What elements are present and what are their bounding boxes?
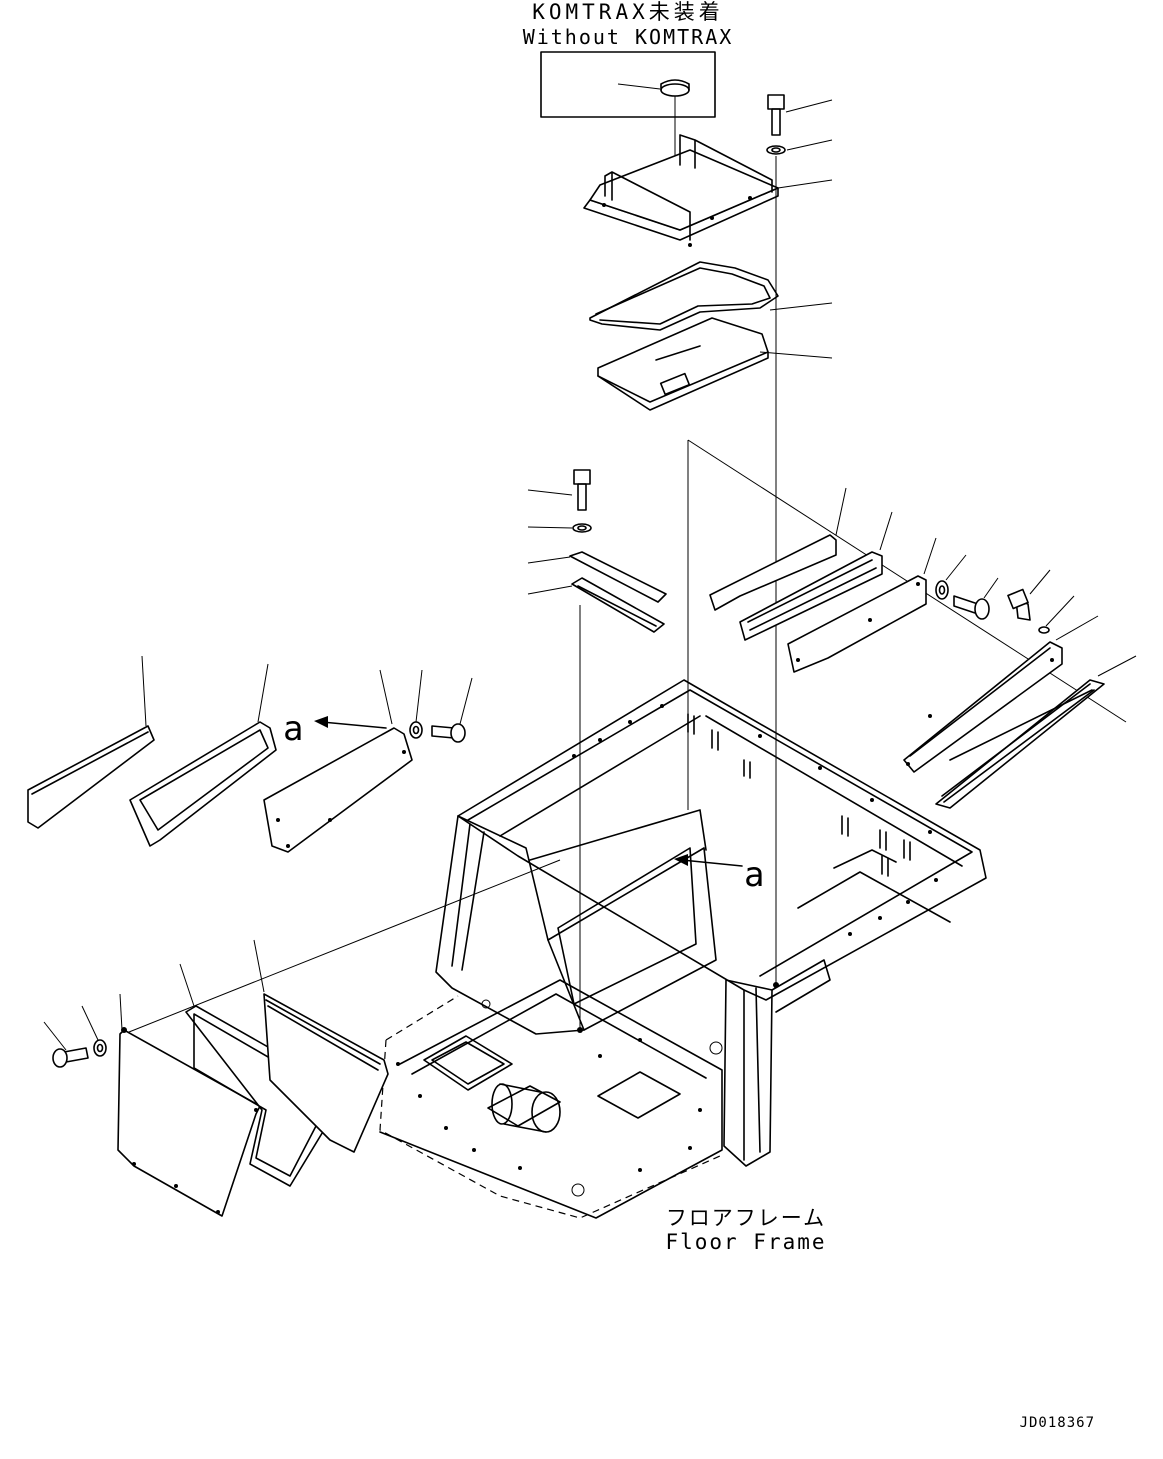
gasket-seal <box>589 261 833 331</box>
lower-left-washer-bolt <box>43 1005 107 1068</box>
left-washer-bolt <box>409 669 473 743</box>
right-washer-bolts <box>935 554 1075 634</box>
drawing-number: JD018367 <box>1020 1415 1095 1431</box>
right-panel-2 <box>739 511 893 641</box>
left-panel-strip <box>27 655 155 829</box>
left-view-arrow: a <box>283 709 387 749</box>
lower-left-cover <box>117 993 261 1217</box>
center-view-arrow: a <box>674 854 764 895</box>
left-panel-gasket <box>129 663 277 847</box>
floor-frame <box>379 679 987 1219</box>
view-callout-a-center: a <box>744 855 764 895</box>
left-panel-cover <box>263 669 413 853</box>
right-panel-3 <box>787 537 937 673</box>
right-frame-gasket <box>935 655 1137 809</box>
right-panel-1 <box>709 487 847 611</box>
komtrax-cap-box <box>540 51 716 230</box>
top-bolt <box>766 94 833 155</box>
center-bolt-stack <box>527 469 667 1030</box>
floor-mat <box>597 317 833 411</box>
floor-frame-en: Floor Frame <box>665 1230 826 1254</box>
title-en: Without KOMTRAX <box>523 25 734 49</box>
title-jp: KOMTRAX未装着 <box>532 0 724 24</box>
floor-frame-jp: フロアフレーム <box>666 1206 826 1230</box>
right-cover-gasket <box>903 615 1099 773</box>
lower-left-panel <box>253 939 389 1153</box>
view-callout-a-left: a <box>283 709 303 749</box>
